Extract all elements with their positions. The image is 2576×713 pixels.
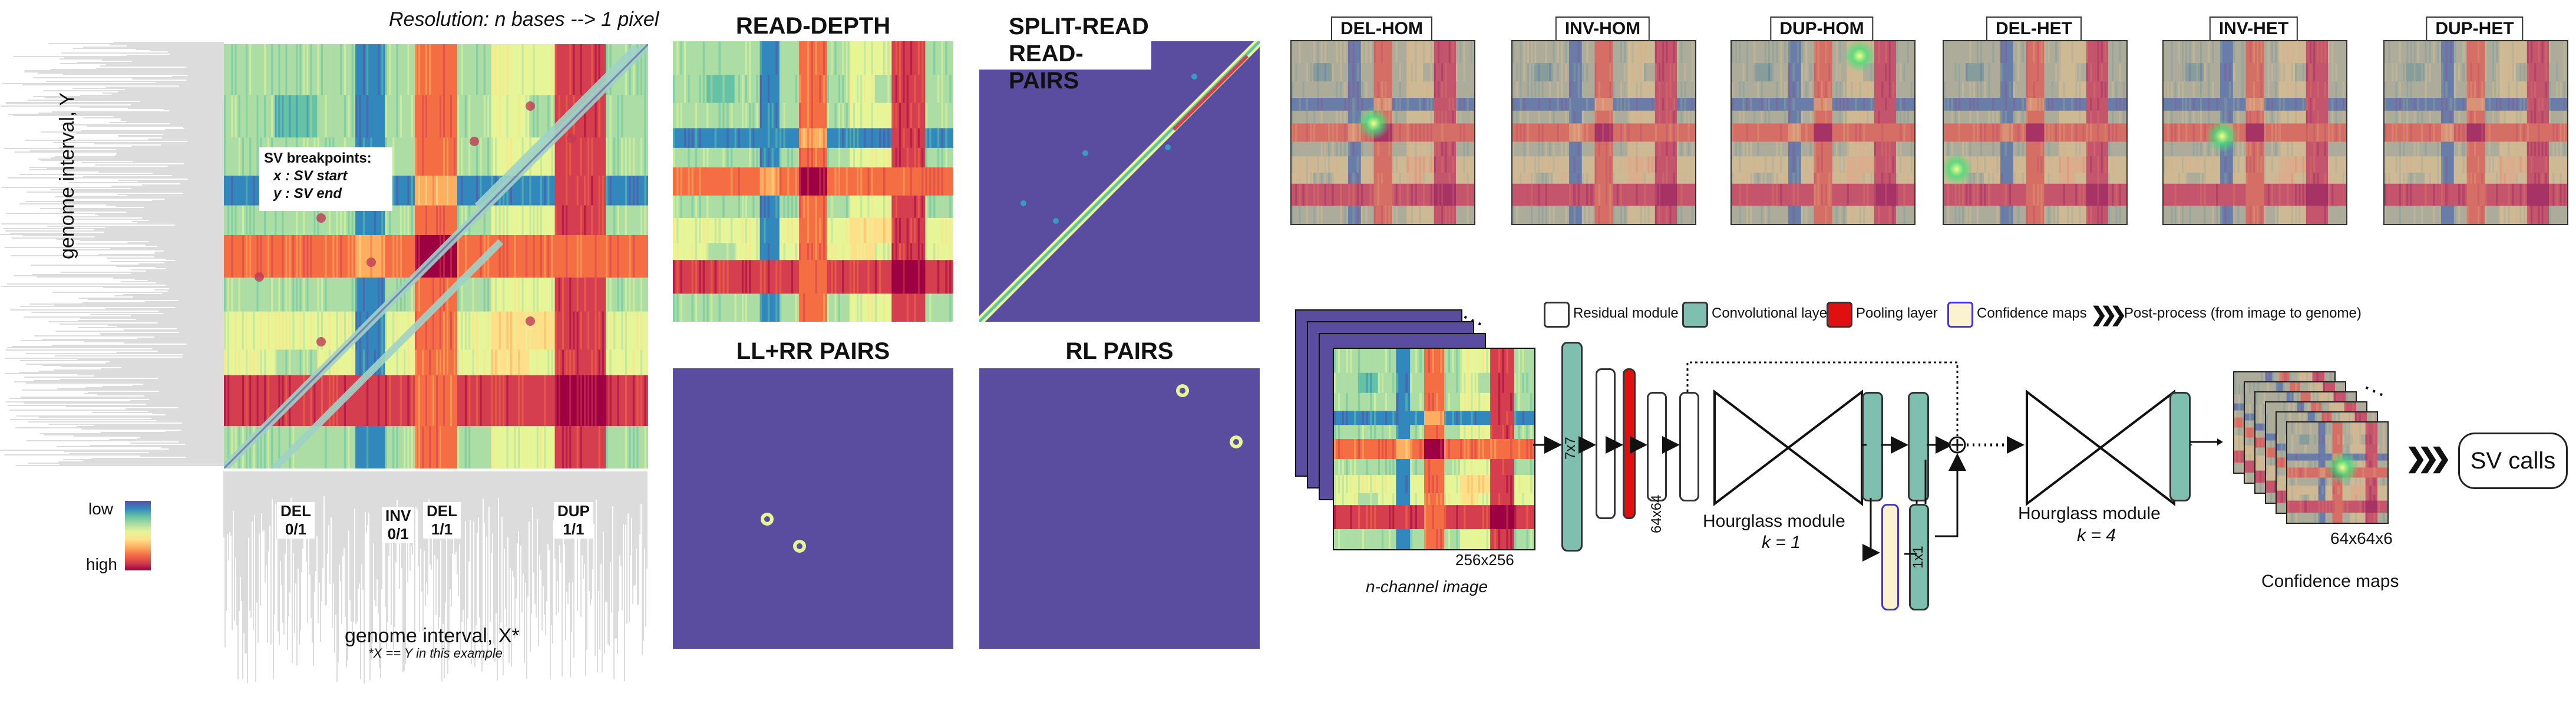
- x-axis-label: genome interval, X*: [345, 625, 520, 647]
- confidence-map-inv-het: [2162, 40, 2347, 225]
- conv1x1-block: [1909, 504, 1929, 610]
- legend-pool-label: Pooling layer: [1856, 305, 1938, 321]
- x-axis-footnote: *X == Y in this example: [368, 646, 503, 661]
- split-read-heatmap: [979, 41, 1260, 322]
- hourglass1-k: k = 1: [1762, 533, 1801, 552]
- post-process-icon: ❯❯❯: [2090, 303, 2127, 326]
- colorbar-high-label: high: [86, 555, 117, 573]
- resolution-text: Resolution: n bases --> 1 pixel: [389, 8, 659, 31]
- breakpoints-x: x : SV start: [273, 168, 348, 184]
- legend-confidence-label: Confidence maps: [1977, 305, 2087, 321]
- main-contact-heatmap: [224, 44, 648, 468]
- post-process-arrow-icon: ❯❯❯: [2405, 444, 2452, 473]
- residual-block-2: [1647, 392, 1667, 501]
- confidence-label-del-hom: DEL-HOM: [1331, 16, 1432, 41]
- colorbar: [125, 501, 151, 570]
- legend-residual-swatch: [1544, 302, 1570, 328]
- confidence-label-inv-hom: INV-HOM: [1555, 16, 1650, 41]
- y-axis-label: genome interval, Y: [56, 93, 78, 259]
- hourglass-module-1: [1713, 389, 1863, 507]
- channel-title-split-read: SPLIT-READ READ-PAIRS: [979, 13, 1151, 94]
- conv-block-a: [1862, 392, 1883, 501]
- output-size-label: 64x64x6: [2330, 529, 2393, 547]
- confidence-block: [1881, 504, 1899, 610]
- confidence-map-dup-hom: [1730, 40, 1916, 225]
- rl-heatmap: [979, 368, 1260, 649]
- conv-block-final: [2169, 392, 2191, 501]
- confidence-label-del-het: DEL-HET: [1986, 16, 2082, 41]
- hourglass-module-4: [2026, 389, 2175, 507]
- confidence-label-dup-hom: DUP-HOM: [1770, 16, 1874, 41]
- breakpoints-box: SV breakpoints: x : SV start y : SV end: [259, 147, 392, 211]
- hourglass1-label: Hourglass module: [1703, 511, 1845, 531]
- colorbar-low-label: low: [88, 500, 114, 518]
- input-size-label: 256x256: [1455, 551, 1514, 569]
- confidence-map-dup-het: [2383, 40, 2568, 225]
- connections: [1533, 361, 2192, 562]
- legend-postprocess-label: Post-process (from image to genome): [2124, 305, 2362, 321]
- confidence-label-dup-het: DUP-HET: [2426, 16, 2524, 41]
- residual-block-3: [1679, 392, 1699, 501]
- confidence-map-del-hom: [1290, 40, 1475, 225]
- legend-conv-label: Convolutional layer: [1712, 305, 1832, 321]
- output-label: Confidence maps: [2261, 572, 2399, 591]
- channel-title-rl: RL PAIRS: [1065, 338, 1174, 364]
- input-layer-front: [1333, 348, 1535, 550]
- sv-calls-box: SV calls: [2458, 433, 2568, 489]
- y-read-pileup: [0, 41, 224, 471]
- arrow-to-output: [2190, 438, 2223, 445]
- input-label: n-channel image: [1366, 577, 1488, 596]
- confidence-label-inv-het: INV-HET: [2209, 16, 2298, 41]
- hourglass4-label: Hourglass module: [2018, 504, 2161, 523]
- breakpoints-y: y : SV end: [273, 186, 342, 202]
- confidence-map-inv-hom: [1511, 40, 1696, 225]
- channel-title-ll-rr: LL+RR PAIRS: [736, 338, 890, 364]
- channel-title-read-depth: READ-DEPTH: [735, 13, 891, 39]
- legend-pool-swatch: [1827, 302, 1852, 328]
- ll-rr-heatmap: [673, 368, 953, 649]
- hourglass4-k: k = 4: [2077, 526, 2116, 545]
- breakpoints-title: SV breakpoints:: [264, 150, 372, 166]
- read-depth-heatmap: [673, 41, 953, 322]
- legend-conv-swatch: [1682, 302, 1708, 328]
- output-map-layer: [2286, 421, 2389, 524]
- legend-residual-label: Residual module: [1573, 305, 1679, 321]
- legend-confidence-swatch: [1947, 302, 1973, 328]
- confidence-map-del-het: [1943, 40, 2128, 225]
